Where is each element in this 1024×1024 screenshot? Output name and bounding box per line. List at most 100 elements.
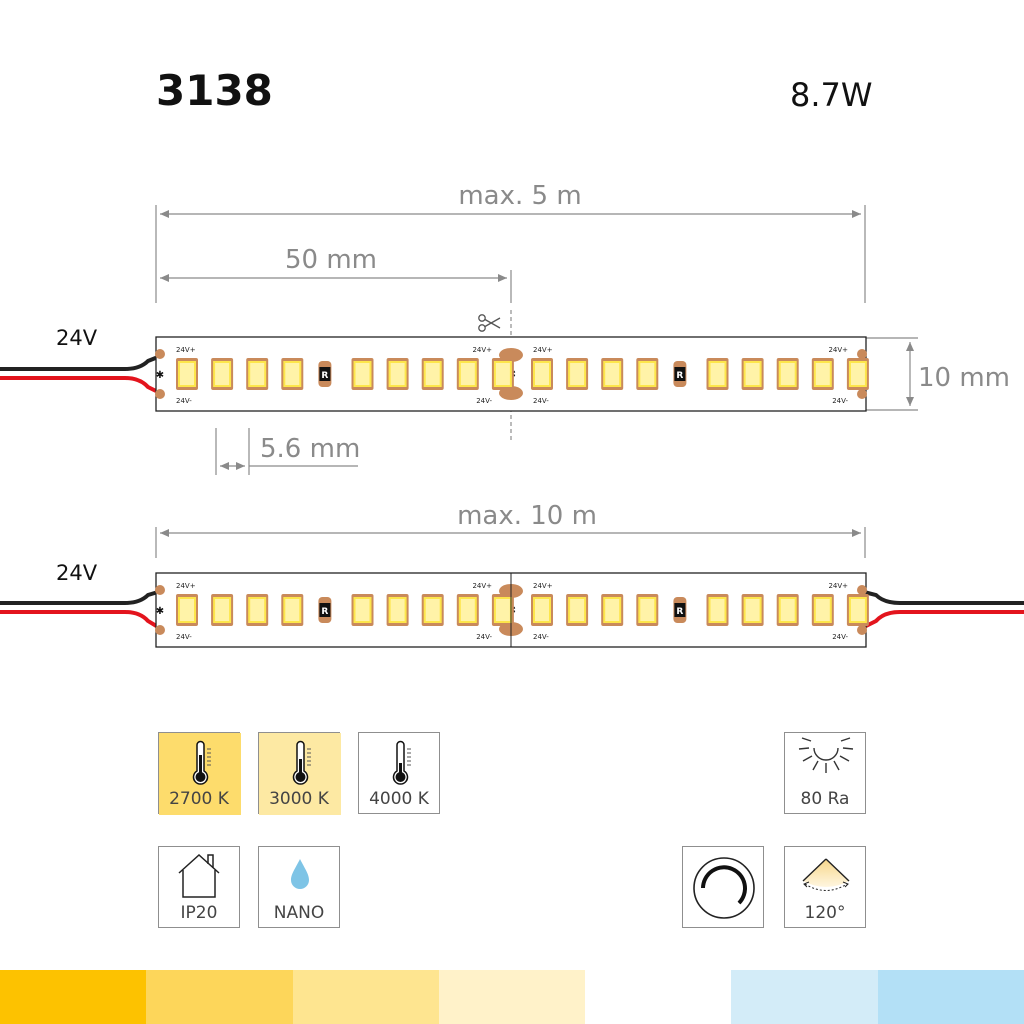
max-length-label: max. 5 m [458, 181, 581, 211]
led-highlight [570, 363, 585, 385]
pad-label: 24V- [533, 397, 549, 405]
led-highlight [355, 363, 370, 385]
led-highlight [180, 363, 194, 385]
dimmer-knob-icon [693, 857, 755, 919]
solder-pad [155, 625, 165, 635]
pad-label: 24V- [476, 633, 492, 641]
led-highlight [390, 363, 405, 385]
dimmable-box [682, 846, 764, 928]
led-highlight [495, 599, 510, 621]
resistor-body [674, 367, 686, 381]
led-highlight [355, 599, 370, 621]
pad-label: 24V+ [472, 346, 492, 354]
ip-label: IP20 [180, 903, 218, 923]
led-highlight [215, 363, 230, 385]
thermometer-icon [392, 740, 411, 785]
resistor-body [319, 603, 331, 617]
led-highlight [285, 363, 300, 385]
solder-pad [857, 389, 867, 399]
pad-label: 24V- [533, 633, 549, 641]
strip1-voltage-label: 24V [56, 326, 98, 350]
width-label: 10 mm [918, 363, 1010, 393]
cct-4000k-box: 4000 K [358, 732, 440, 814]
led-highlight [850, 599, 865, 621]
resistor-body [319, 367, 331, 381]
resistor-label: R [676, 371, 683, 381]
led-highlight [815, 363, 830, 385]
led-highlight [850, 363, 865, 385]
solder-pad [155, 389, 165, 399]
beam-angle-box: 120° [784, 846, 866, 928]
cut-length-label: 50 mm [285, 245, 377, 275]
led-highlight [780, 363, 795, 385]
pad-label: 24V- [176, 633, 192, 641]
led-highlight [425, 599, 440, 621]
led-highlight [780, 599, 795, 621]
led-highlight [460, 363, 475, 385]
color-band-segment [585, 970, 733, 1024]
pad-label: 24V- [176, 397, 192, 405]
house-icon [178, 853, 220, 898]
angle-label: 120° [804, 903, 846, 923]
led-highlight [285, 599, 300, 621]
led-highlight [745, 599, 760, 621]
led-strip-5m: ✱✱✱24V+24V-24V+24V-24V+24V-24V+24V-RR [155, 336, 869, 412]
cct-4000-label: 4000 K [369, 789, 429, 809]
led-highlight [710, 363, 725, 385]
resistor-body [674, 603, 686, 617]
thermometer-icon [259, 733, 341, 815]
model-number: 3138 [156, 66, 273, 115]
power-rating: 8.7W [790, 76, 873, 114]
strip1-dimensions: max. 5 m 50 mm 10 mm 5.6 mm [155, 181, 1010, 475]
color-band-segment [146, 970, 294, 1024]
color-band-segment [731, 970, 879, 1024]
resistor-label: R [321, 371, 328, 381]
led-highlight [640, 363, 655, 385]
strip2-voltage-label: 24V [56, 561, 98, 585]
solder-pad [857, 349, 867, 359]
led-highlight [250, 363, 265, 385]
led-highlight [180, 599, 194, 621]
pad-label: 24V- [832, 633, 848, 641]
pad-label: 24V+ [472, 582, 492, 590]
cct-2700-label: 2700 K [169, 789, 229, 809]
cri-label: 80 Ra [800, 789, 850, 809]
light-bulb-rays-icon [798, 737, 854, 773]
color-band-segment [292, 970, 440, 1024]
pad-label: 24V+ [176, 582, 196, 590]
cct-2700k-box: 2700 K [158, 732, 241, 815]
thermometer-icon [159, 733, 241, 815]
led-highlight [745, 363, 760, 385]
led-highlight [605, 363, 620, 385]
led-highlight [250, 599, 265, 621]
ip-rating-box: IP20 [158, 846, 240, 928]
led-highlight [460, 599, 475, 621]
pad-label: 24V+ [828, 346, 848, 354]
led-highlight [425, 363, 440, 385]
pitch-label: 5.6 mm [260, 434, 360, 464]
solder-pad [155, 349, 165, 359]
solder-pad [857, 625, 867, 635]
led-highlight [215, 599, 230, 621]
color-band-segment [438, 970, 586, 1024]
water-drop-icon [291, 859, 309, 889]
strip1-wires [0, 355, 159, 394]
cct-3000k-box: 3000 K [258, 732, 341, 815]
coating-box: NANO [258, 846, 340, 928]
resistor-label: R [321, 607, 328, 617]
pad-label: 24V- [832, 397, 848, 405]
pad-label: 24V+ [176, 346, 196, 354]
led-highlight [710, 599, 725, 621]
solder-pad [155, 585, 165, 595]
coating-label: NANO [273, 903, 325, 923]
color-band-segment [0, 970, 147, 1024]
led-highlight [390, 599, 405, 621]
led-highlight [570, 599, 585, 621]
resistor-label: R [676, 607, 683, 617]
led-highlight [815, 599, 830, 621]
polarity-mark: ✱ [156, 606, 164, 617]
pad-label: 24V- [476, 397, 492, 405]
polarity-mark: ✱ [156, 370, 164, 381]
beam-angle-icon [802, 858, 850, 891]
